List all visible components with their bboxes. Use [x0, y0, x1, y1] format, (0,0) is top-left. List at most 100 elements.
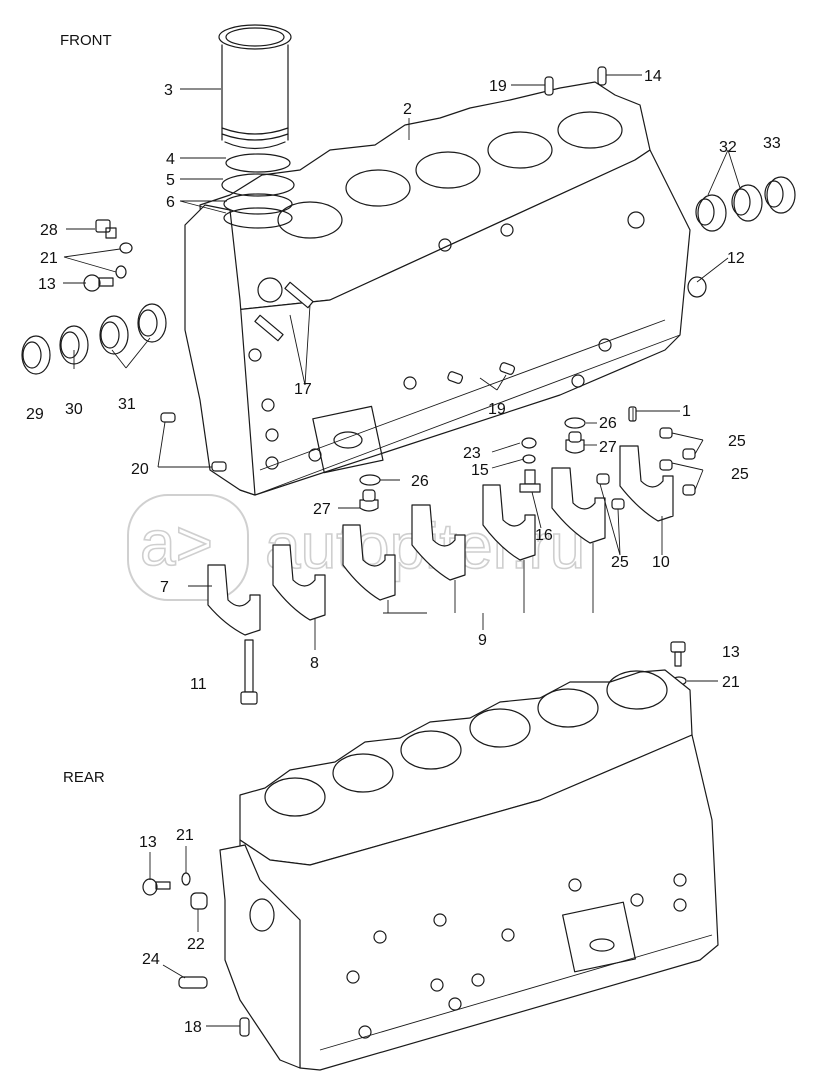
bearing-cap-7 — [207, 564, 261, 636]
callout-13c: 13 — [139, 834, 157, 851]
plug-22 — [190, 892, 208, 910]
callout-17: 17 — [294, 381, 312, 398]
plug-27b — [359, 499, 379, 512]
washer-26b — [359, 474, 381, 486]
callout-22: 22 — [187, 936, 205, 953]
rear-cylinder-bore — [264, 777, 326, 817]
rear-oil-cooler-mount — [562, 901, 636, 973]
bolt-13b-thread — [674, 651, 682, 667]
callout-23: 23 — [463, 445, 481, 462]
jet-16-hex — [519, 483, 541, 493]
o-ring-4 — [225, 153, 291, 173]
plug-27b-stem — [362, 489, 376, 502]
block-pan-rail — [254, 334, 681, 496]
washer-21c — [181, 872, 191, 886]
callout-10: 10 — [652, 554, 670, 571]
block-front-plate — [184, 204, 256, 496]
rear-pan-rail — [319, 934, 713, 1051]
callout-6: 6 — [166, 194, 175, 211]
callout-28: 28 — [40, 222, 58, 239]
rear-block-end-plate — [219, 844, 301, 1069]
rear-oil-cooler-port — [589, 938, 615, 952]
callout-25c: 25 — [611, 554, 629, 571]
callout-24: 24 — [142, 951, 160, 968]
callout-25b: 25 — [731, 466, 749, 483]
callout-13b: 13 — [722, 644, 740, 661]
rear-block-bosses — [346, 873, 687, 1039]
callout-21: 21 — [40, 250, 58, 267]
callout-13: 13 — [38, 276, 56, 293]
stud-17a — [284, 281, 314, 309]
pin-1 — [628, 406, 637, 422]
dowel-pin-14 — [597, 66, 607, 86]
left-fasteners — [83, 219, 133, 292]
oil-cooler-port — [333, 431, 363, 449]
callout-labels-rear: 13 21 22 24 18 — [139, 827, 205, 1036]
front-cylinder-block — [184, 81, 691, 496]
camshaft-bushings-left — [21, 303, 167, 375]
rear-cylinder-block — [219, 669, 719, 1071]
jet-16-thread — [524, 469, 536, 485]
watermark-logo-frame — [127, 494, 249, 601]
callout-32: 32 — [719, 139, 737, 156]
callout-3: 3 — [164, 82, 173, 99]
callout-14: 14 — [644, 68, 662, 85]
stud-17b — [254, 314, 284, 342]
cylinder-bore — [277, 201, 343, 239]
cylinder-bore — [345, 169, 411, 207]
watermark-logo: a> — [140, 507, 213, 579]
block-bosses — [248, 211, 645, 470]
camshaft-bushings-right — [695, 176, 796, 232]
callout-30: 30 — [65, 401, 83, 418]
plug-12 — [687, 276, 707, 298]
callout-9: 9 — [478, 632, 487, 649]
callout-7: 7 — [160, 579, 169, 596]
callout-26: 26 — [599, 415, 617, 432]
callout-5: 5 — [166, 172, 175, 189]
bearing-cap-10 — [619, 445, 674, 522]
bearing-cap-bolt-11-head — [240, 691, 258, 705]
callout-19: 19 — [489, 78, 507, 95]
dowel-pin-18 — [239, 1017, 250, 1037]
callout-15: 15 — [471, 462, 489, 479]
callout-11: 11 — [190, 676, 207, 693]
callout-2: 2 — [403, 101, 412, 118]
dowel-pin-20b — [211, 461, 227, 472]
rear-cylinder-bore — [332, 753, 394, 793]
callout-19b: 19 — [488, 401, 506, 418]
washer-15 — [522, 454, 536, 464]
rear-cylinder-bore — [469, 708, 531, 748]
o-ring-6b — [223, 207, 293, 229]
cylinder-bore — [557, 111, 623, 149]
rear-cylinder-bore — [400, 730, 462, 770]
washer-26 — [564, 417, 586, 429]
callout-21c: 21 — [176, 827, 194, 844]
bearing-cap-bolt-11 — [244, 639, 254, 693]
plug-23 — [521, 437, 537, 449]
rear-cylinder-bore — [537, 688, 599, 728]
o-ring-6a — [223, 193, 293, 215]
plug-27-stem — [568, 431, 582, 443]
callout-31: 31 — [118, 396, 136, 413]
bearing-cap-8 — [272, 544, 326, 621]
callout-8: 8 — [310, 655, 319, 672]
pin-24 — [178, 976, 208, 989]
o-ring-5 — [221, 173, 295, 197]
plug-27 — [565, 439, 585, 454]
callout-27: 27 — [599, 439, 617, 456]
bearing-cap-9d — [551, 467, 606, 544]
leader-lines — [63, 74, 741, 1027]
oil-cooler-mount — [312, 405, 384, 474]
callout-18: 18 — [184, 1019, 202, 1036]
dowel-pin-19c — [499, 362, 516, 375]
cylinder-bore — [415, 151, 481, 189]
dowel-pin-20a — [160, 412, 176, 423]
callout-4: 4 — [166, 151, 175, 168]
rear-cam-bore — [249, 898, 275, 932]
callout-1: 1 — [682, 403, 691, 420]
block-pan-rail-inner — [259, 319, 666, 471]
main-bearing-caps — [207, 445, 674, 636]
callout-25a: 25 — [728, 433, 746, 450]
callout-21b: 21 — [722, 674, 740, 691]
